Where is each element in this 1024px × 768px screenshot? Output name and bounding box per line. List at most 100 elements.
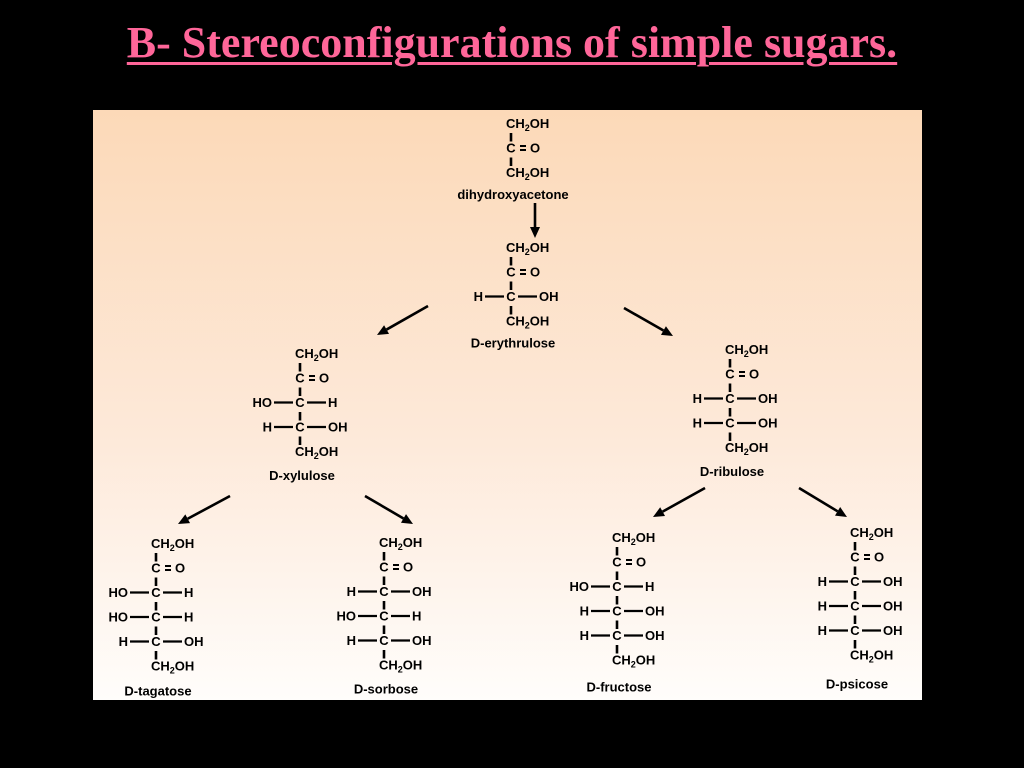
ch2oh-label: CH2OH	[151, 536, 194, 553]
left-substituent: H	[347, 633, 356, 648]
sugar-name: D-psicose	[826, 677, 888, 692]
left-substituent: H	[263, 420, 272, 435]
left-substituent: HO	[570, 579, 590, 594]
right-substituent: OH	[645, 628, 665, 643]
carbon-atom: C	[850, 599, 860, 614]
slide-title: B- Stereoconfigurations of simple sugars…	[126, 18, 898, 67]
right-substituent: OH	[883, 623, 903, 638]
carbon-atom: C	[151, 610, 161, 625]
arrow-head	[400, 514, 413, 524]
oxygen-atom: O	[175, 561, 185, 576]
left-substituent: HO	[109, 610, 129, 625]
arrow-shaft	[187, 494, 231, 520]
right-substituent: OH	[539, 289, 559, 304]
arrow-d-ribulose-to-d-psicose	[798, 486, 847, 517]
oxygen-atom: O	[636, 555, 646, 570]
right-substituent: OH	[412, 584, 432, 599]
sugar-name: D-erythrulose	[471, 336, 556, 351]
arrow-shaft	[385, 304, 429, 331]
carbon-atom: C	[612, 604, 622, 619]
right-substituent: OH	[758, 416, 778, 431]
carbon-atom: C	[612, 628, 622, 643]
ch2oh-label: CH2OH	[612, 653, 655, 670]
arrow-d-ribulose-to-d-fructose	[653, 486, 706, 517]
carbon-atom: C	[725, 391, 735, 406]
ch2oh-label: CH2OH	[506, 165, 549, 182]
left-substituent: H	[347, 584, 356, 599]
right-substituent: H	[184, 610, 193, 625]
left-substituent: H	[818, 599, 827, 614]
oxygen-atom: O	[403, 560, 413, 575]
carbon-atom: C	[379, 560, 389, 575]
ch2oh-label: CH2OH	[295, 444, 338, 461]
carbon-atom: C	[506, 265, 516, 280]
carbon-atom: C	[850, 623, 860, 638]
ch2oh-label: CH2OH	[506, 314, 549, 331]
ch2oh-label: CH2OH	[612, 530, 655, 547]
arrow-d-erythrulose-to-d-ribulose	[623, 306, 673, 336]
oxygen-atom: O	[319, 371, 329, 386]
left-substituent: H	[818, 574, 827, 589]
left-substituent: H	[693, 416, 702, 431]
right-substituent: H	[412, 609, 421, 624]
arrow-d-xylulose-to-d-sorbose	[364, 494, 413, 524]
oxygen-atom: O	[874, 550, 884, 565]
carbon-atom: C	[506, 289, 516, 304]
arrow-shaft	[364, 494, 405, 520]
right-substituent: OH	[412, 633, 432, 648]
arrow-head	[660, 326, 673, 336]
carbon-atom: C	[379, 633, 389, 648]
carbon-atom: C	[725, 416, 735, 431]
left-substituent: H	[693, 391, 702, 406]
sugar-name: D-xylulose	[269, 468, 335, 483]
right-substituent: OH	[184, 634, 204, 649]
left-substituent: HO	[337, 609, 357, 624]
ch2oh-label: CH2OH	[295, 346, 338, 363]
right-substituent: H	[645, 579, 654, 594]
carbon-atom: C	[850, 574, 860, 589]
right-substituent: H	[328, 395, 337, 410]
ch2oh-label: CH2OH	[379, 658, 422, 675]
arrow-shaft	[798, 486, 839, 513]
ch2oh-label: CH2OH	[506, 116, 549, 133]
right-substituent: OH	[883, 599, 903, 614]
sugar-name: D-fructose	[586, 680, 651, 695]
right-substituent: OH	[883, 574, 903, 589]
oxygen-atom: O	[530, 265, 540, 280]
sugar-name: dihydroxyacetone	[457, 187, 568, 202]
arrow-head	[834, 507, 847, 517]
oxygen-atom: O	[749, 367, 759, 382]
arrow-head	[530, 227, 540, 238]
arrow-d-erythrulose-to-d-xylulose	[377, 304, 429, 335]
carbon-atom: C	[506, 141, 516, 156]
left-substituent: H	[580, 628, 589, 643]
arrow-head	[653, 507, 666, 517]
ch2oh-label: CH2OH	[725, 440, 768, 457]
left-substituent: H	[474, 289, 483, 304]
left-substituent: H	[818, 623, 827, 638]
arrow-dihydroxyacetone-to-d-erythrulose	[530, 203, 540, 238]
left-substituent: HO	[109, 585, 129, 600]
carbon-atom: C	[725, 367, 735, 382]
carbon-atom: C	[151, 634, 161, 649]
carbon-atom: C	[379, 609, 389, 624]
ch2oh-label: CH2OH	[850, 648, 893, 665]
oxygen-atom: O	[530, 141, 540, 156]
arrow-shaft	[661, 486, 706, 513]
carbon-atom: C	[379, 584, 389, 599]
carbon-atom: C	[295, 371, 305, 386]
arrow-shaft	[623, 306, 665, 332]
carbon-atom: C	[612, 555, 622, 570]
arrow-d-xylulose-to-d-tagatose	[178, 494, 231, 524]
carbon-atom: C	[295, 395, 305, 410]
carbon-atom: C	[612, 579, 622, 594]
carbon-atom: C	[850, 550, 860, 565]
